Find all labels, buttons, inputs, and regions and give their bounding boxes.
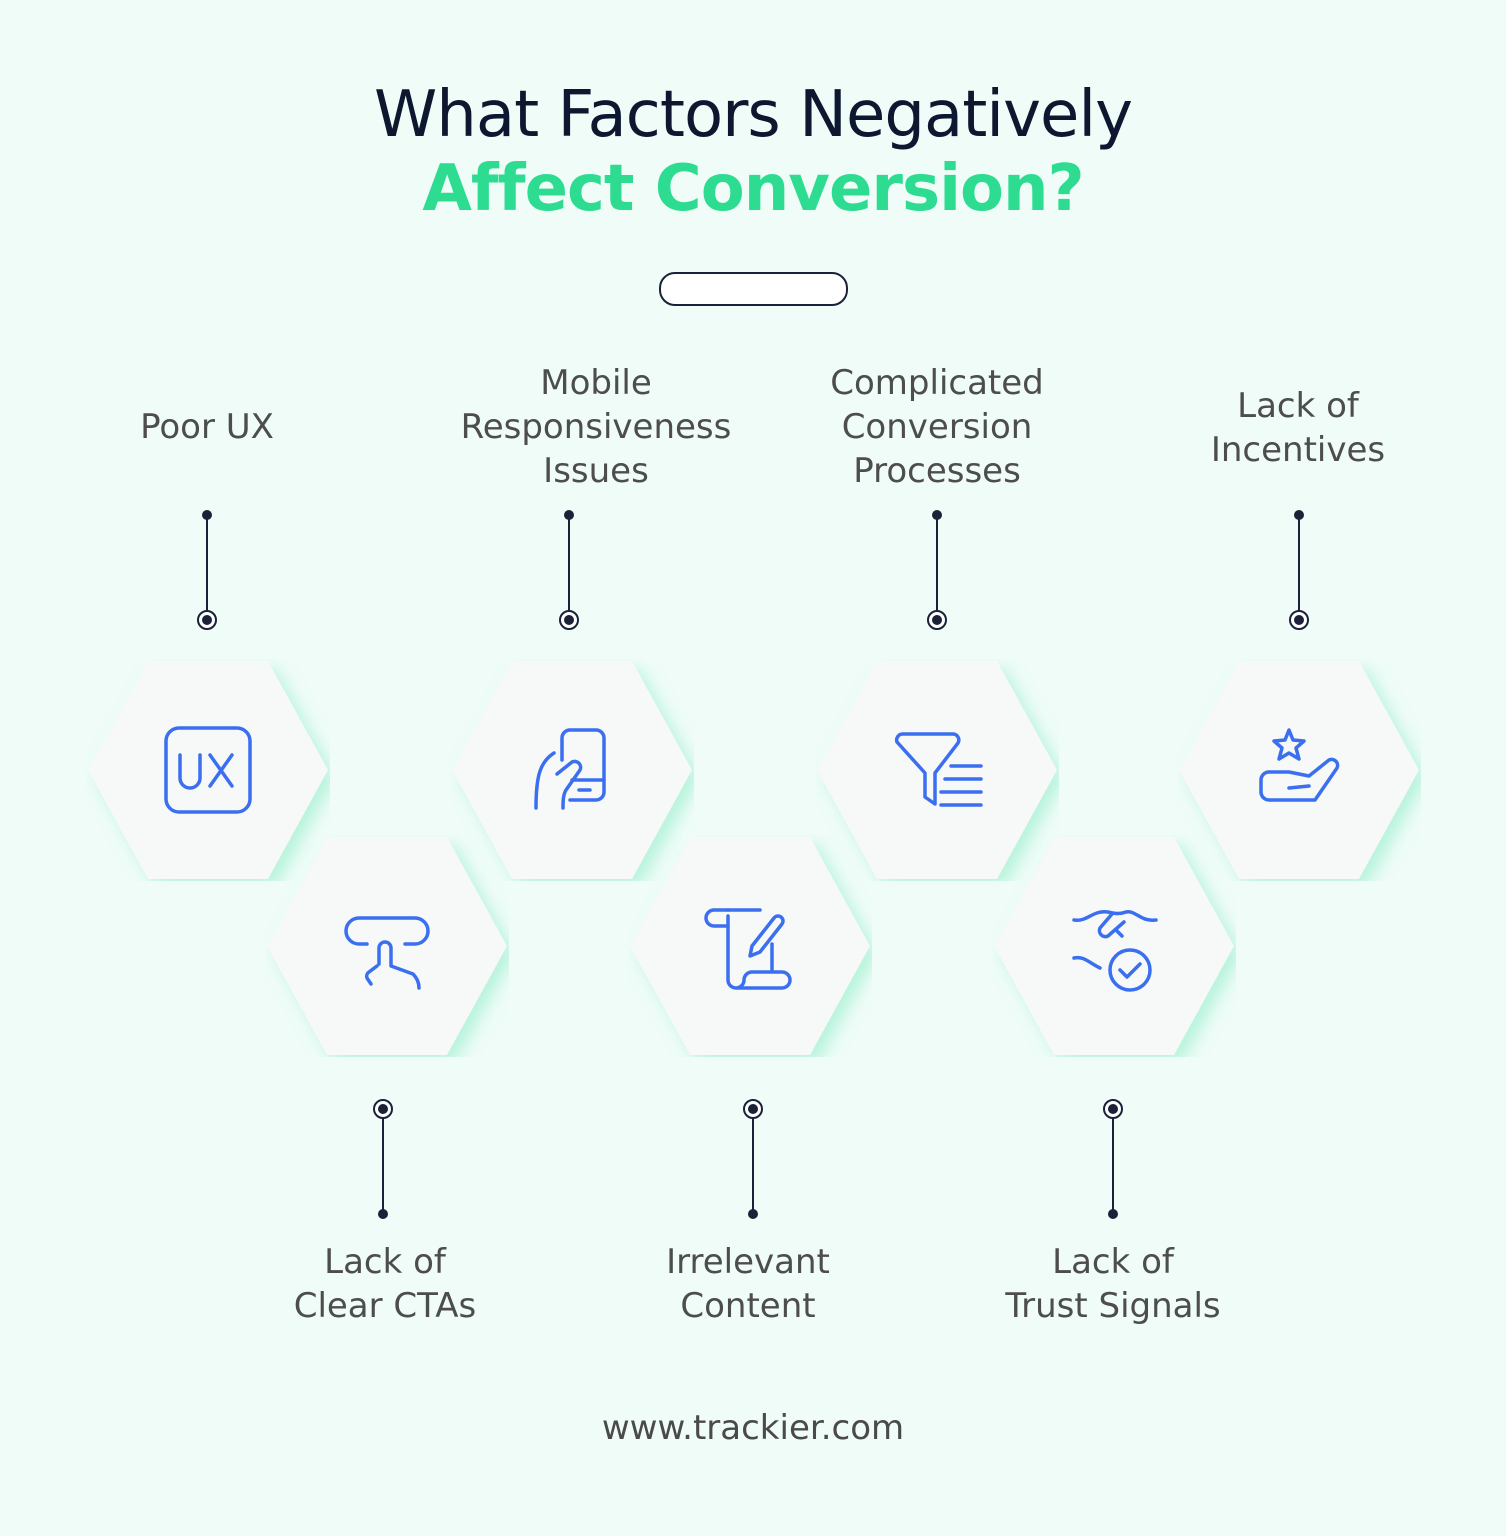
label-text: Poor UX bbox=[140, 407, 274, 447]
connector-complicated bbox=[922, 510, 952, 632]
label-text: Issues bbox=[543, 451, 649, 491]
connector-irrelevant bbox=[738, 1099, 768, 1221]
label-text: Conversion bbox=[841, 407, 1033, 447]
hexagon-mobile-responsiveness bbox=[450, 659, 694, 881]
funnel-list-icon bbox=[894, 732, 983, 807]
connector-mobile bbox=[554, 510, 584, 632]
label-text: Clear CTAs bbox=[293, 1286, 477, 1326]
hexagon-lack-of-incentives bbox=[1177, 659, 1421, 881]
label-text: Complicated bbox=[830, 363, 1044, 403]
ux-box-icon bbox=[164, 726, 252, 814]
tap-button-icon bbox=[344, 916, 430, 990]
label-text: Content bbox=[680, 1286, 816, 1326]
hexagon-poor-ux bbox=[86, 659, 330, 881]
connector-poor-ux bbox=[192, 510, 222, 632]
label-text: Mobile bbox=[540, 363, 652, 403]
hexagon-lack-of-trust-signals bbox=[992, 835, 1236, 1057]
handshake-check-icon bbox=[1072, 910, 1158, 992]
label-text: Processes bbox=[853, 451, 1021, 491]
label-lack-of-clear-ctas: Lack of Clear CTAs bbox=[225, 1240, 545, 1328]
label-text: Responsiveness bbox=[460, 407, 732, 447]
label-text: Lack of bbox=[324, 1242, 446, 1282]
connector-clear-ctas bbox=[368, 1099, 398, 1221]
label-text: Irrelevant bbox=[666, 1242, 830, 1282]
hand-star-icon bbox=[1259, 728, 1340, 802]
hexagon-irrelevant-content bbox=[628, 835, 872, 1057]
label-text: Trust Signals bbox=[1005, 1286, 1221, 1326]
label-lack-of-trust-signals: Lack of Trust Signals bbox=[953, 1240, 1273, 1328]
scroll-pen-icon bbox=[704, 908, 792, 990]
connector-incentives bbox=[1284, 510, 1314, 632]
label-text: Incentives bbox=[1210, 430, 1386, 470]
label-complicated-conversion: Complicated Conversion Processes bbox=[777, 361, 1097, 493]
hexagon-lack-of-clear-ctas bbox=[265, 835, 509, 1057]
label-text: Lack of bbox=[1237, 386, 1359, 426]
label-text: Lack of bbox=[1052, 1242, 1174, 1282]
label-lack-of-incentives: Lack of Incentives bbox=[1138, 384, 1458, 472]
title-line-1: What Factors Negatively bbox=[374, 78, 1133, 152]
label-mobile-responsiveness: Mobile Responsiveness Issues bbox=[436, 361, 756, 493]
hexagon-complicated-conversion bbox=[815, 659, 1059, 881]
connector-trust bbox=[1098, 1099, 1128, 1221]
hand-holding-phone-icon bbox=[534, 728, 606, 810]
label-irrelevant-content: Irrelevant Content bbox=[588, 1240, 908, 1328]
decorative-pill bbox=[659, 272, 848, 306]
title-line-2: Affect Conversion? bbox=[422, 152, 1084, 226]
footer-url: www.trackier.com bbox=[601, 1408, 905, 1448]
label-poor-ux: Poor UX bbox=[47, 405, 367, 449]
